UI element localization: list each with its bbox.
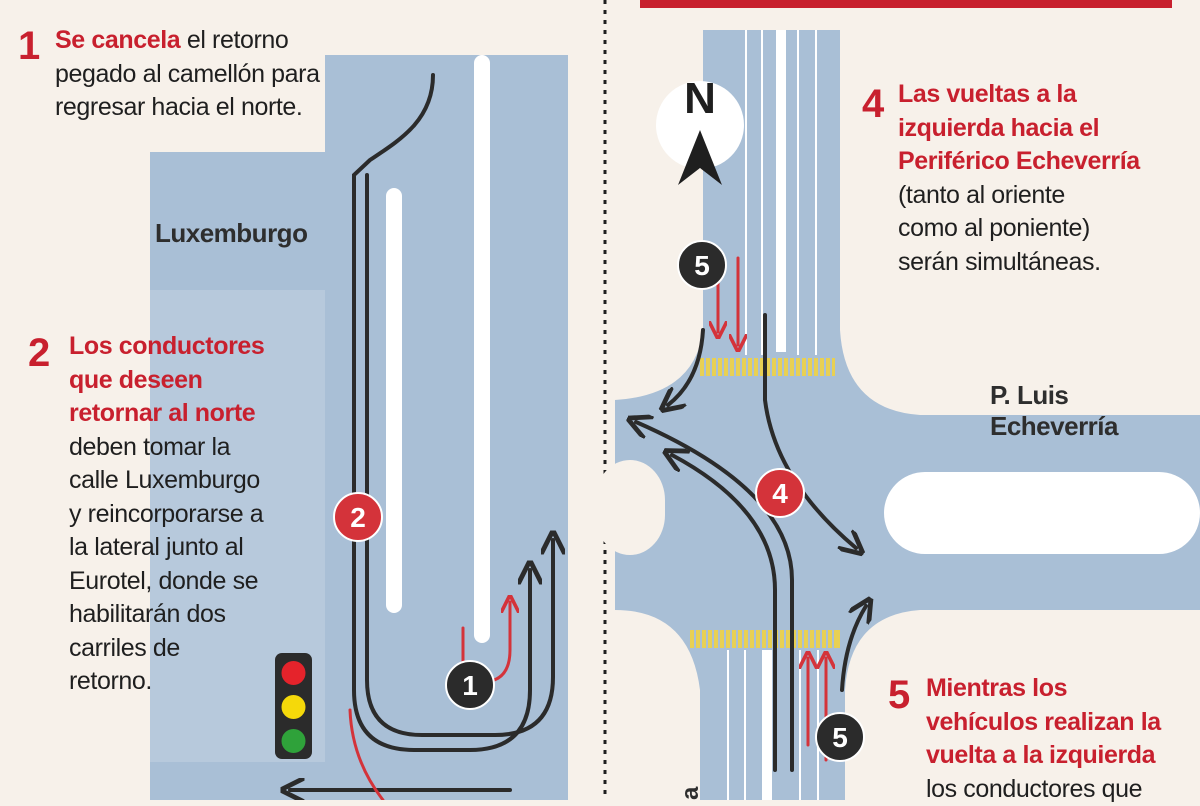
step-1-number: 1: [18, 26, 40, 66]
step-2-line: habilitarán dos: [69, 598, 309, 632]
step-4-line: (tanto al oriente: [898, 179, 1188, 213]
top-red-banner: [640, 0, 1172, 8]
north-median: [776, 30, 786, 352]
marker-1-label: 1: [462, 670, 478, 701]
median-top: [474, 55, 490, 643]
step-2-line: retorno.: [69, 665, 309, 699]
marker-2-label: 2: [350, 502, 366, 533]
step-5-highlight-line: vuelta a la izquierda: [926, 739, 1196, 773]
step-2-line: deben tomar la: [69, 431, 309, 465]
step-5-highlight-line: vehículos realizan la: [926, 706, 1196, 740]
marker-1: 1: [446, 661, 494, 709]
marker-4: 4: [756, 469, 804, 517]
step-1-highlight: Se cancela: [55, 26, 180, 54]
street-vertical-partial: a: [677, 786, 704, 800]
step-4-text: Las vueltas a la izquierda hacia el Peri…: [898, 78, 1188, 279]
island-east: [884, 472, 1200, 554]
island-west: [595, 460, 665, 555]
step-4-highlight-line: Las vueltas a la: [898, 78, 1188, 112]
step-2-line: y reincorporarse a: [69, 498, 309, 532]
street-echeverria: P. Luis Echeverría: [990, 380, 1200, 442]
crosswalk-north: [700, 358, 835, 376]
marker-5-bottom: 5: [816, 713, 864, 761]
median-lateral: [386, 188, 402, 613]
marker-5-top-label: 5: [694, 250, 710, 281]
step-4-line: como al poniente): [898, 212, 1188, 246]
step-4-number: 4: [862, 84, 884, 124]
step-2-highlight-line: que deseen: [69, 364, 309, 398]
step-2-line: carriles de: [69, 632, 309, 666]
step-2-line: la lateral junto al: [69, 531, 309, 565]
marker-2: 2: [334, 493, 382, 541]
step-2-highlight-line: retornar al norte: [69, 397, 309, 431]
step-1-text: Se cancela el retorno pegado al camellón…: [55, 24, 325, 125]
step-5-text: Mientras los vehículos realizan la vuelt…: [926, 672, 1196, 806]
marker-5-top: 5: [678, 241, 726, 289]
step-2-text: Los conductores que deseen retornar al n…: [69, 330, 309, 699]
south-median: [762, 650, 772, 800]
step-4-highlight-line: Periférico Echeverría: [898, 145, 1188, 179]
traffic-light-green: [282, 729, 306, 753]
marker-4-label: 4: [772, 478, 788, 509]
step-5-highlight-line: Mientras los: [926, 672, 1196, 706]
step-2-line: Eurotel, donde se: [69, 565, 309, 599]
compass-letter: N: [684, 74, 716, 123]
step-4-line: serán simultáneas.: [898, 246, 1188, 280]
step-5-number: 5: [888, 675, 910, 715]
step-4-highlight-line: izquierda hacia el: [898, 112, 1188, 146]
marker-5-bottom-label: 5: [832, 722, 848, 753]
street-luxemburgo: Luxemburgo: [155, 218, 307, 249]
step-2-line: calle Luxemburgo: [69, 464, 309, 498]
step-5-line: los conductores que: [926, 773, 1196, 806]
step-2-highlight-line: Los conductores: [69, 330, 309, 364]
bottom-lateral-road: [150, 762, 568, 800]
traffic-light-yellow: [282, 695, 306, 719]
step-2-number: 2: [28, 333, 50, 373]
